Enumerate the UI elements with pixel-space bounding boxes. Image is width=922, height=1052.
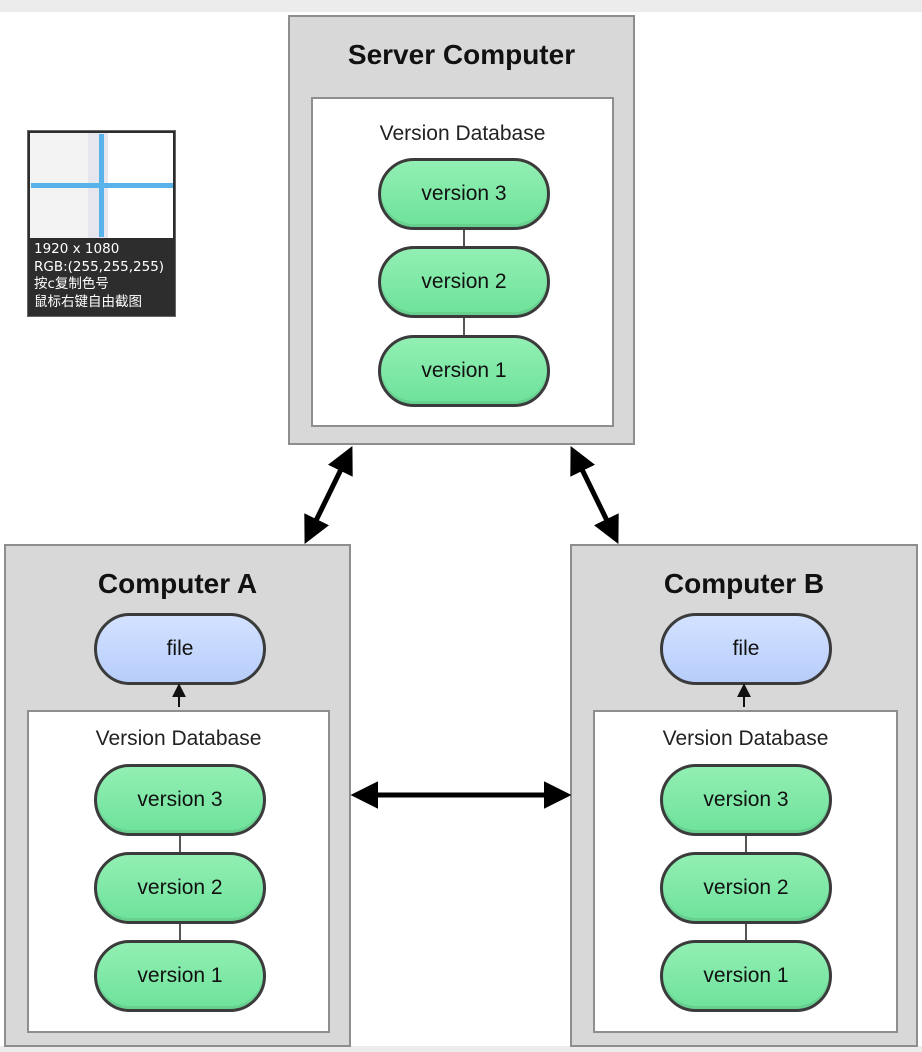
picker-resolution: 1920 x 1080 — [34, 241, 120, 257]
server-version-1: version 1 — [378, 335, 550, 407]
computer-b-version-database: Version Database version 3 version 2 ver… — [593, 710, 898, 1033]
picker-rgb: RGB:(255,255,255) — [34, 258, 165, 275]
bottom-band — [0, 1046, 922, 1052]
computer-b: Computer B file Version Database version… — [570, 544, 918, 1047]
computer-a-version-2: version 2 — [94, 852, 266, 924]
picker-info: 1920 x 1080 RGB:(255,255,255) 按c复制色号 鼠标右… — [34, 241, 171, 311]
server-db-title: Version Database — [379, 122, 546, 145]
computer-b-version-3: version 3 — [660, 764, 832, 836]
color-picker-overlay: 1920 x 1080 RGB:(255,255,255) 按c复制色号 鼠标右… — [27, 130, 176, 317]
top-band — [0, 0, 922, 12]
computer-a: Computer A file Version Database version… — [4, 544, 351, 1047]
arrow-server-computer-a — [304, 446, 353, 544]
server-version-3: version 3 — [378, 158, 550, 230]
computer-a-version-1: version 1 — [94, 940, 266, 1012]
server-version-2: version 2 — [378, 246, 550, 318]
server-computer: Server Computer Version Database version… — [288, 15, 635, 445]
picker-hint-copy: 按c复制色号 — [34, 276, 109, 292]
computer-b-version-1: version 1 — [660, 940, 832, 1012]
server-computer-title: Server Computer — [347, 39, 576, 70]
arrow-server-computer-b — [570, 446, 619, 544]
computer-b-title: Computer B — [663, 568, 825, 599]
computer-a-db-title: Version Database — [95, 727, 262, 750]
computer-b-file: file — [660, 613, 832, 685]
computer-a-version-database: Version Database version 3 version 2 ver… — [27, 710, 330, 1033]
computer-b-db-title: Version Database — [662, 727, 829, 750]
computer-a-title: Computer A — [97, 568, 258, 599]
computer-a-version-3: version 3 — [94, 764, 266, 836]
server-version-database: Version Database version 3 version 2 ver… — [311, 97, 614, 427]
picker-hint-capture: 鼠标右键自由截图 — [34, 293, 142, 310]
crosshair-horizontal — [31, 183, 173, 188]
computer-b-version-2: version 2 — [660, 852, 832, 924]
